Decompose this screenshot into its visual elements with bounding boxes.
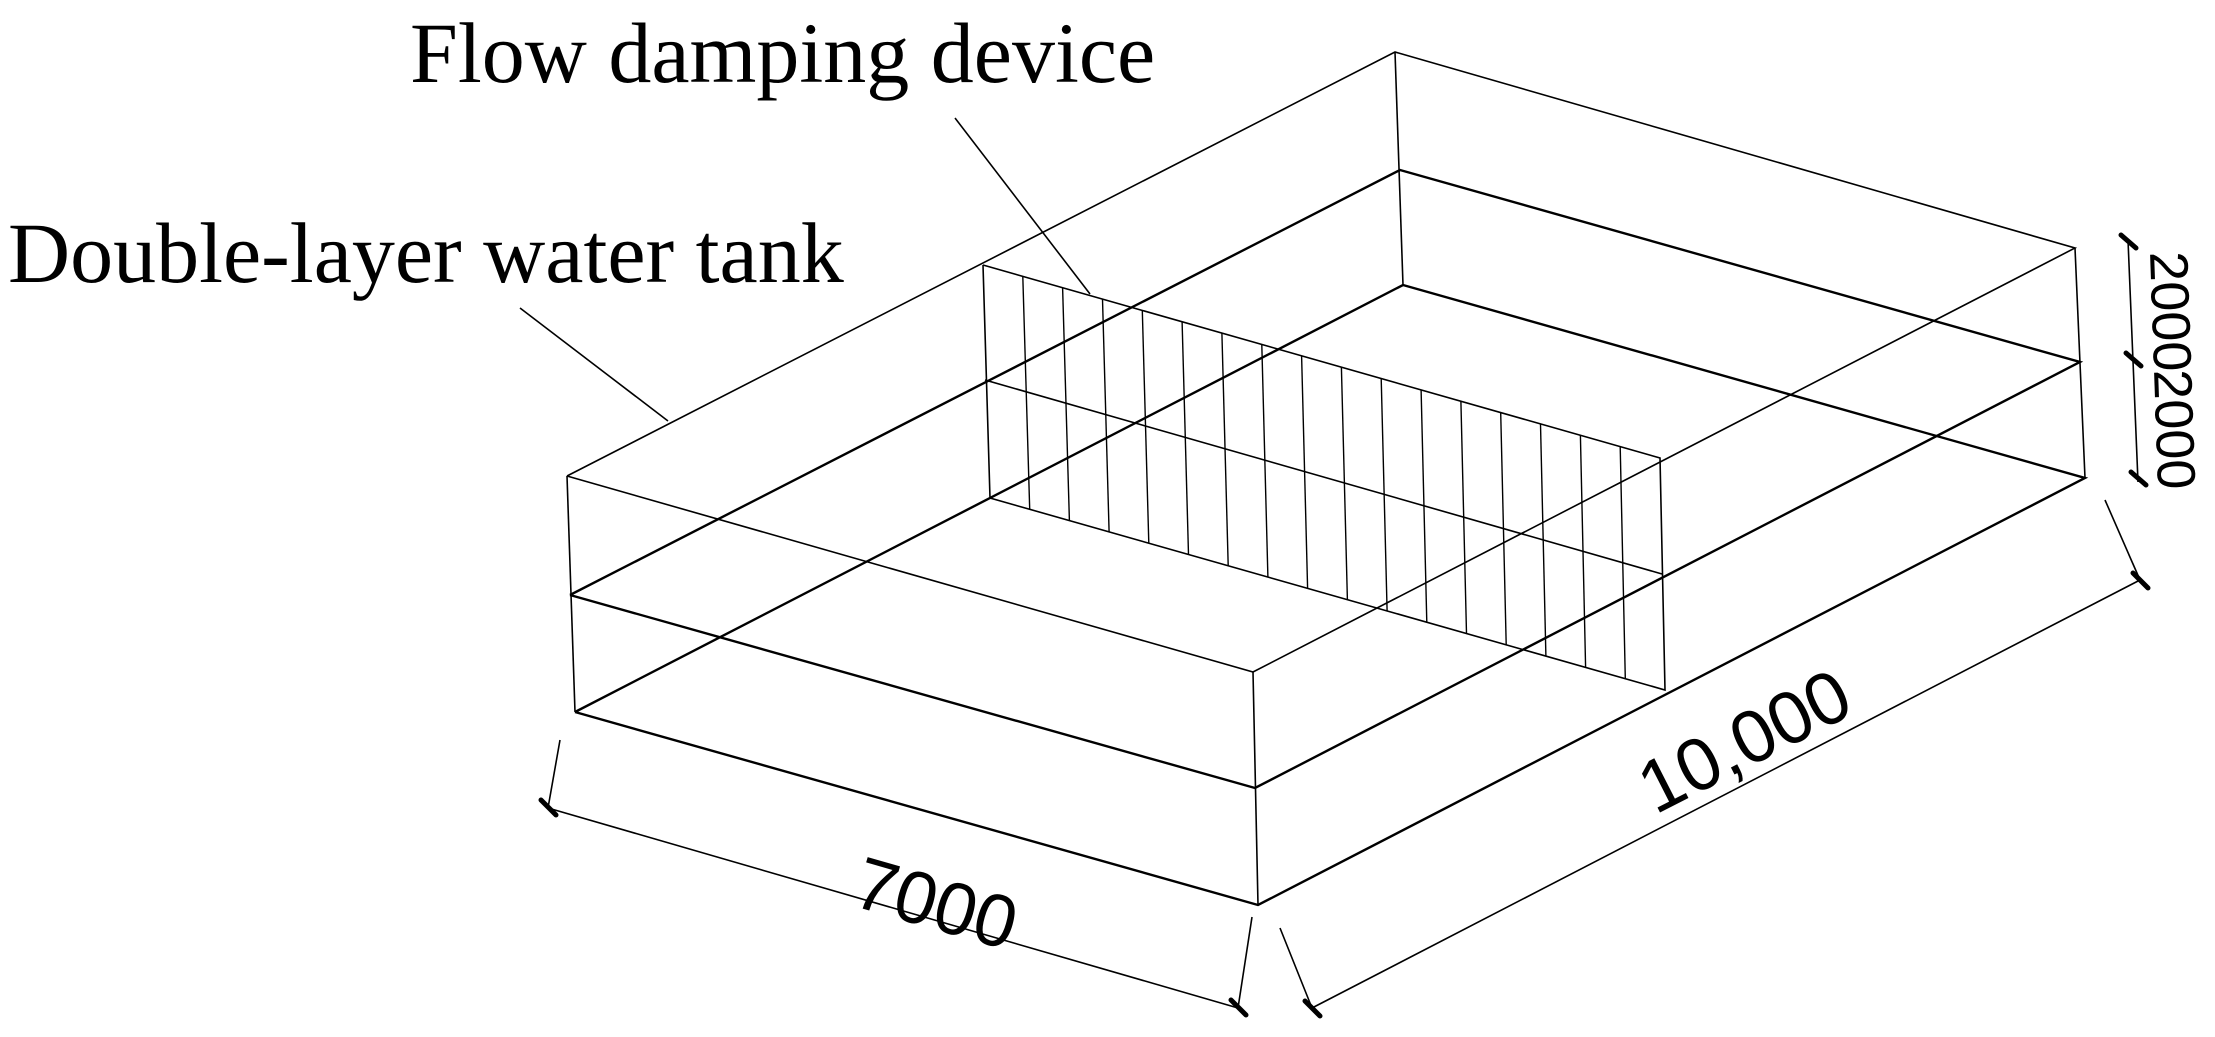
damping-slat [1460, 401, 1468, 634]
flow-damping-device [982, 264, 1666, 692]
damping-slat [1061, 287, 1071, 521]
dimension-width: 7000 [538, 739, 1253, 1018]
damping-slat [1380, 378, 1388, 611]
dimension-height-top-label: 2000 [2138, 250, 2202, 372]
dimension-length-label: 10,000 [1625, 653, 1864, 830]
dimension-width-label: 7000 [846, 841, 1027, 966]
damping-slat [1141, 310, 1150, 544]
leader-lines [519, 117, 1091, 422]
double-layer-tank-label: Double-layer water tank [8, 205, 844, 301]
damping-slat [1500, 412, 1507, 645]
damping-slat [1221, 333, 1229, 566]
dimension-length: 10,000 [1279, 499, 2151, 1019]
dimension-heights: 2000 2000 [2118, 232, 2206, 490]
damping-slat [1340, 367, 1349, 600]
damping-slat [1619, 446, 1626, 679]
damping-slat [1539, 423, 1547, 657]
damping-slat [1420, 389, 1428, 623]
damping-slats [1022, 276, 1626, 679]
damping-slat [1579, 435, 1587, 668]
damping-slat [1261, 344, 1269, 578]
tank-vertical-edges [566, 51, 2086, 906]
damping-slat [1300, 355, 1309, 589]
damping-slat [1022, 276, 1031, 510]
damping-slat [1101, 299, 1110, 532]
dimension-height-bottom-label: 2000 [2142, 368, 2206, 490]
flow-damping-device-label: Flow damping device [410, 5, 1155, 101]
damping-slat [1181, 321, 1190, 555]
